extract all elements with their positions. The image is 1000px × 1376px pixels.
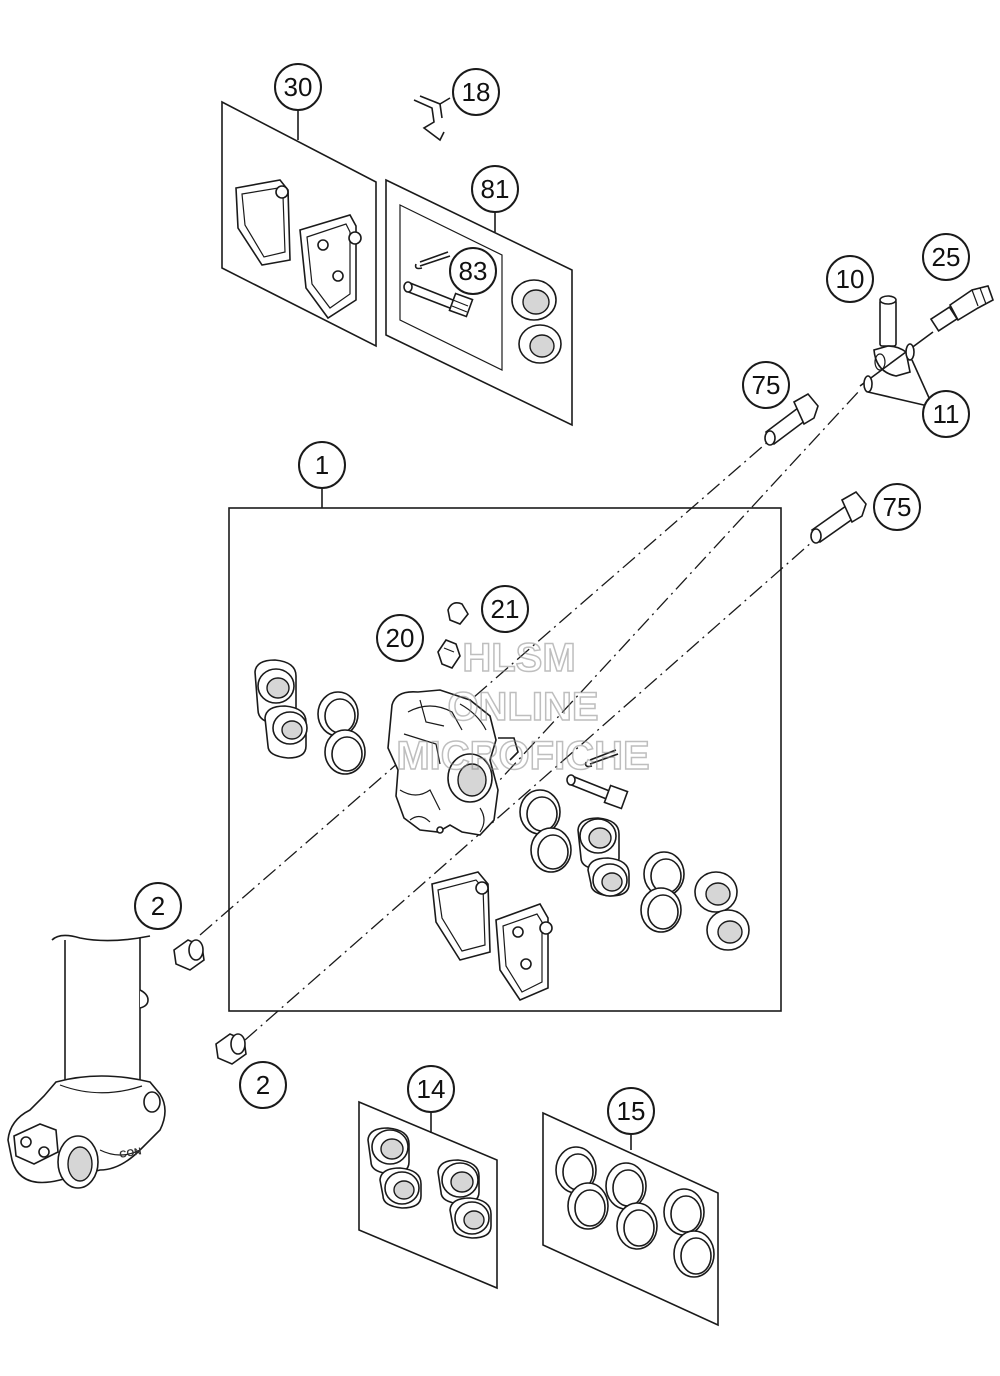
piston-icon	[449, 1197, 492, 1239]
piston-icon	[587, 857, 630, 897]
bushing-icon	[215, 1033, 247, 1065]
callout-label: 20	[386, 623, 415, 653]
seal-ring-icon	[555, 1146, 597, 1194]
guide-pin-icon	[566, 774, 629, 810]
piston-seal-icon	[324, 729, 366, 775]
brake-pad-icon	[299, 214, 362, 320]
callout-label: 14	[417, 1074, 446, 1104]
callout-label: 75	[883, 492, 912, 522]
brake-pad-icon	[495, 903, 553, 1001]
banjo-fitting-icon	[873, 295, 911, 377]
callout-10: 10	[826, 255, 874, 303]
callout-75-lower: 75	[873, 483, 921, 531]
callout-14: 14	[407, 1065, 455, 1113]
piston-seal-icon	[511, 279, 557, 321]
callout-2-lower: 2	[239, 1061, 287, 1109]
bushing-icon	[173, 939, 205, 971]
callout-81: 81	[471, 165, 519, 213]
callout-2-upper: 2	[134, 882, 182, 930]
callout-83: 83	[449, 247, 497, 295]
callout-label: 15	[617, 1096, 646, 1126]
cotter-pin-icon	[414, 251, 451, 270]
assembly-axis-line	[199, 439, 771, 936]
callout-25: 25	[922, 233, 970, 281]
piston-seal-icon	[519, 789, 561, 835]
seal-ring-icon	[567, 1182, 609, 1230]
bleeder-cap-icon	[447, 602, 469, 625]
cotter-pin-icon	[584, 749, 619, 768]
callout-20: 20	[376, 614, 424, 662]
mounting-bolt-icon	[764, 392, 819, 446]
banjo-bolt-icon	[859, 285, 994, 387]
spring-clip-icon	[413, 95, 451, 142]
callout-label: 10	[836, 264, 865, 294]
callout-label: 2	[256, 1070, 270, 1100]
seal-ring-icon	[616, 1202, 658, 1250]
callout-15: 15	[607, 1087, 655, 1135]
piston-icon	[367, 1127, 410, 1175]
guide-pin-icon	[403, 281, 474, 318]
callout-18: 18	[452, 68, 500, 116]
callout-label: 25	[932, 242, 961, 272]
callout-label: 21	[491, 594, 520, 624]
assembly-axis-line	[244, 541, 813, 1041]
sealing-washer-icon	[863, 343, 931, 407]
brake-pad-icon	[431, 871, 491, 961]
bleeder-valve-icon	[437, 639, 461, 669]
piston-seal-icon	[694, 871, 738, 913]
seal-ring-icon	[673, 1230, 715, 1278]
kit-panel-81	[385, 178, 573, 427]
callout-label: 2	[151, 891, 165, 921]
seal-ring-icon	[663, 1188, 705, 1236]
callout-11: 11	[922, 390, 970, 438]
watermark: HLSM ONLINE MICROFICHE	[396, 635, 651, 779]
callout-label: 83	[459, 256, 488, 286]
callout-label: 81	[481, 174, 510, 204]
piston-seal-icon	[317, 691, 359, 737]
callout-label: 1	[315, 450, 329, 480]
fork-marking: CON	[119, 1146, 143, 1161]
callout-label: 11	[933, 399, 960, 429]
piston-icon	[264, 705, 308, 759]
piston-seal-icon	[518, 324, 562, 364]
brake-pad-icon	[235, 179, 291, 266]
watermark-line-1: HLSM	[462, 636, 575, 680]
callout-label: 30	[284, 72, 313, 102]
caliper-body-icon	[387, 689, 519, 836]
fork-leg-icon: CON	[7, 934, 166, 1189]
mounting-bolt-icon	[810, 490, 867, 544]
callout-21: 21	[481, 585, 529, 633]
callout-label: 75	[752, 370, 781, 400]
watermark-line-2: ONLINE	[447, 685, 598, 729]
seal-ring-icon	[605, 1162, 647, 1210]
piston-icon	[379, 1167, 422, 1209]
callout-1: 1	[298, 441, 346, 489]
piston-seal-icon	[640, 887, 682, 933]
piston-icon	[437, 1159, 480, 1205]
watermark-line-3: MICROFICHE	[396, 734, 649, 778]
callout-75-upper: 75	[742, 361, 790, 409]
assembly-axis-line	[485, 389, 861, 796]
callout-30: 30	[274, 63, 322, 111]
piston-seal-icon	[706, 909, 750, 951]
callout-label: 18	[462, 77, 491, 107]
piston-seal-icon	[530, 827, 572, 873]
